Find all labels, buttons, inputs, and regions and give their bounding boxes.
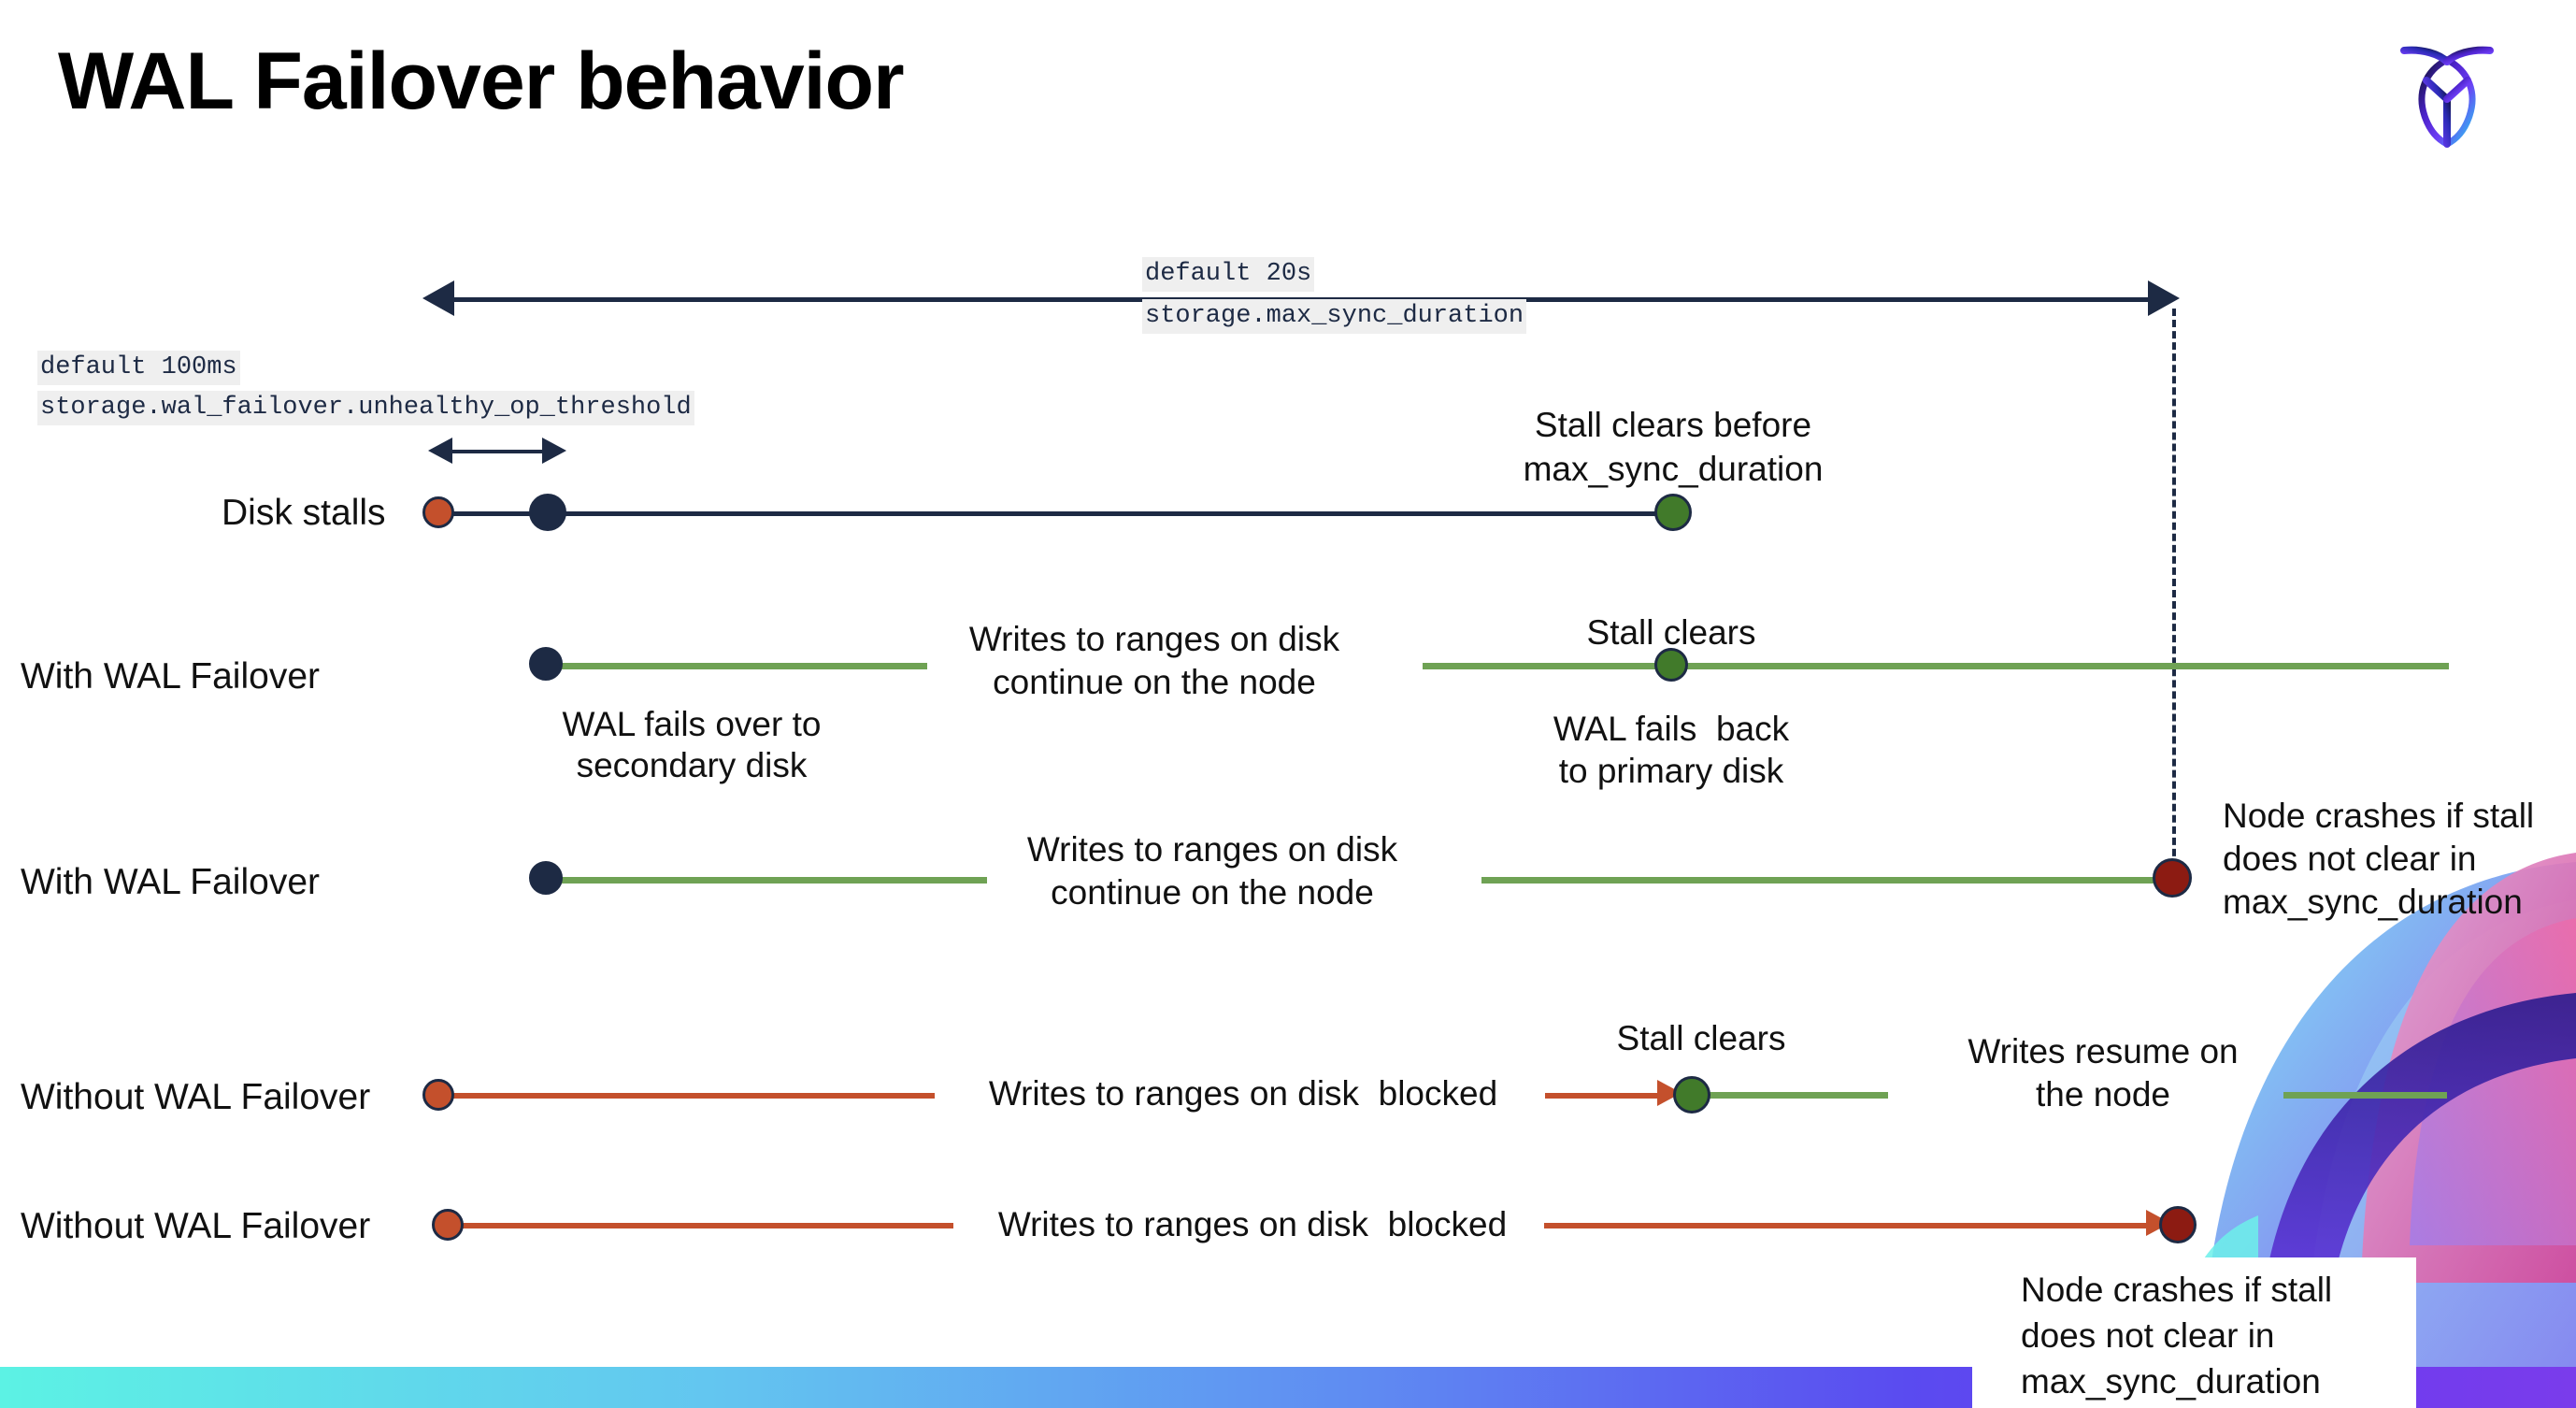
unhealthy-default-chip: default 100ms (37, 351, 240, 386)
without-failover-crash-red-seg-b (1544, 1223, 2154, 1228)
disk-stall-failover-dot (529, 494, 566, 531)
node-crash-dot-1 (2153, 858, 2192, 898)
without-failover-red-seg-a (449, 1093, 935, 1099)
note-wal-fails-back-line2: to primary disk (1558, 752, 1784, 790)
note-stall-clears-before-line2: max_sync_duration (1523, 450, 1824, 488)
wal-failover-green-seg-a (548, 663, 927, 669)
note-writes-continue-2-line1: Writes to ranges on disk (1026, 830, 1398, 869)
note-wal-fails-over-line1: WAL fails over to (562, 705, 822, 743)
arrowhead-right-small-icon (542, 438, 566, 464)
arrowhead-left-small-icon (428, 438, 452, 464)
note-wal-fails-over-line2: secondary disk (576, 746, 808, 784)
note-writes-continue-1-line2: continue on the node (993, 663, 1316, 701)
note-node-crash-2-line1: Node crashes if stall (2021, 1271, 2333, 1309)
arrowhead-left-icon (422, 280, 454, 316)
unhealthy-setting-chip: storage.wal_failover.unhealthy_op_thresh… (37, 391, 694, 426)
row-label-with-wal-failover-1: With WAL Failover (21, 656, 320, 697)
note-writes-continue-1-line1: Writes to ranges on disk (968, 620, 1340, 658)
row-label-with-wal-failover-2: With WAL Failover (21, 862, 320, 902)
note-writes-resume-line1: Writes resume on (1968, 1032, 2239, 1070)
note-stall-clears-2: Stall clears (1616, 1019, 1786, 1057)
note-wal-fails-back-line1: WAL fails back (1553, 710, 1790, 748)
without-failover-start-dot-1 (422, 1079, 454, 1111)
note-writes-resume-line2: the node (2035, 1075, 2171, 1113)
without-failover-red-seg-b (1545, 1093, 1665, 1099)
wal-failover-crash-green-seg-a (548, 877, 987, 884)
without-failover-green-seg-2 (2283, 1092, 2447, 1099)
row-label-without-wal-failover-1: Without WAL Failover (21, 1077, 371, 1117)
node-crash-dot-2 (2159, 1206, 2197, 1243)
without-failover-green-seg-1 (1692, 1092, 1888, 1099)
without-failover-crash-red-seg-a (449, 1223, 953, 1228)
note-node-crash-1-line1: Node crashes if stall (2223, 797, 2535, 835)
row-label-disk-stalls: Disk stalls (222, 493, 386, 533)
max-sync-duration-dropline (2172, 309, 2176, 879)
disk-stall-clear-dot (1654, 494, 1692, 531)
note-node-crash-1-line2: does not clear in (2223, 840, 2477, 878)
wal-failover-crash-green-seg-b (1481, 877, 2173, 884)
without-failover-clear-dot (1673, 1076, 1710, 1113)
page-title: WAL Failover behavior (58, 36, 905, 126)
disk-stall-start-dot (422, 496, 454, 528)
cockroachdb-logo-icon (2400, 46, 2494, 148)
unhealthy-threshold-span-line (449, 450, 550, 453)
note-stall-clears-1: Stall clears (1586, 613, 1756, 652)
row-label-without-wal-failover-2: Without WAL Failover (21, 1206, 371, 1246)
max-sync-setting-chip: storage.max_sync_duration (1142, 299, 1527, 335)
without-failover-start-dot-2 (432, 1209, 464, 1241)
wal-failover-green-seg-b (1423, 663, 2449, 669)
note-stall-clears-before-line1: Stall clears before (1534, 406, 1812, 444)
note-node-crash-2-line3: max_sync_duration (2021, 1362, 2321, 1401)
wal-failover-clear-dot (1654, 648, 1688, 682)
note-writes-blocked-2: Writes to ranges on disk blocked (997, 1205, 1508, 1243)
max-sync-default-chip: default 20s (1142, 257, 1315, 293)
node-crash-callout: Node crashes if stall does not clear in … (1972, 1257, 2416, 1408)
cockroachdb-logo (2382, 26, 2512, 157)
note-writes-blocked-1: Writes to ranges on disk blocked (988, 1074, 1498, 1113)
note-node-crash-1-line3: max_sync_duration (2223, 883, 2523, 921)
disk-stall-timeline (439, 511, 1673, 516)
wal-failover-start-dot (529, 647, 563, 681)
note-writes-continue-2-line2: continue on the node (1051, 873, 1374, 912)
note-node-crash-2-line2: does not clear in (2021, 1316, 2275, 1356)
wal-failover-crash-start-dot (529, 861, 563, 895)
